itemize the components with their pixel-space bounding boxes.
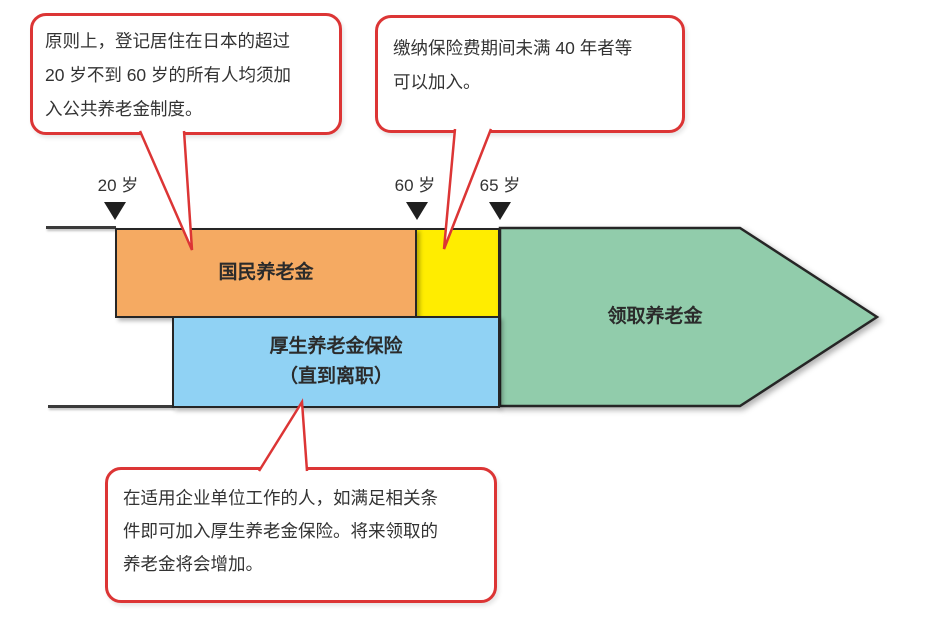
down-triangle-marker-20-icon (104, 202, 126, 220)
voluntary-enrollment-bar (415, 228, 500, 318)
national-pension-bar: 国民养老金 (115, 228, 417, 318)
down-triangle-marker-65-icon (489, 202, 511, 220)
national-pension-label: 国民养老金 (218, 262, 314, 283)
employees-pension-sublabel: （直到离职） (278, 366, 393, 387)
callout-text-line: 原则上，登记居住在日本的超过 (45, 31, 290, 51)
callout-national-pension: 原则上，登记居住在日本的超过 20 岁不到 60 岁的所有人均须加 入公共养老金… (30, 13, 342, 135)
callout-voluntary-enrollment: 缴纳保险费期间未满 40 年者等 可以加入。 (375, 15, 685, 133)
employees-pension-label: 厚生养老金保险 (269, 336, 403, 357)
age-label-65: 65 岁 (479, 176, 521, 195)
callout-text-line: 可以加入。 (393, 72, 481, 92)
callout-text-line: 养老金将会增加。 (123, 554, 263, 574)
timeline-top-line (46, 226, 116, 229)
callout-text-line: 缴纳保险费期间未满 40 年者等 (393, 38, 633, 58)
callout-employees-pension: 在适用企业单位工作的人，如满足相关条 件即可加入厚生养老金保险。将来领取的 养老… (105, 467, 497, 603)
timeline-bottom-line (48, 405, 174, 408)
receive-pension-label: 领取养老金 (607, 306, 703, 327)
callout-text-line: 件即可加入厚生养老金保险。将来领取的 (123, 521, 438, 541)
age-label-60: 60 岁 (394, 176, 436, 195)
down-triangle-marker-60-icon (406, 202, 428, 220)
callout-tail-bottom (257, 398, 309, 472)
callout-text-line: 20 岁不到 60 岁的所有人均须加 (45, 65, 292, 85)
callout-text-line: 在适用企业单位工作的人，如满足相关条 (123, 488, 438, 508)
employees-pension-bar: 厚生养老金保险 （直到离职） (172, 316, 500, 408)
callout-text-line: 入公共养老金制度。 (45, 99, 203, 119)
age-label-20: 20 岁 (97, 176, 139, 195)
